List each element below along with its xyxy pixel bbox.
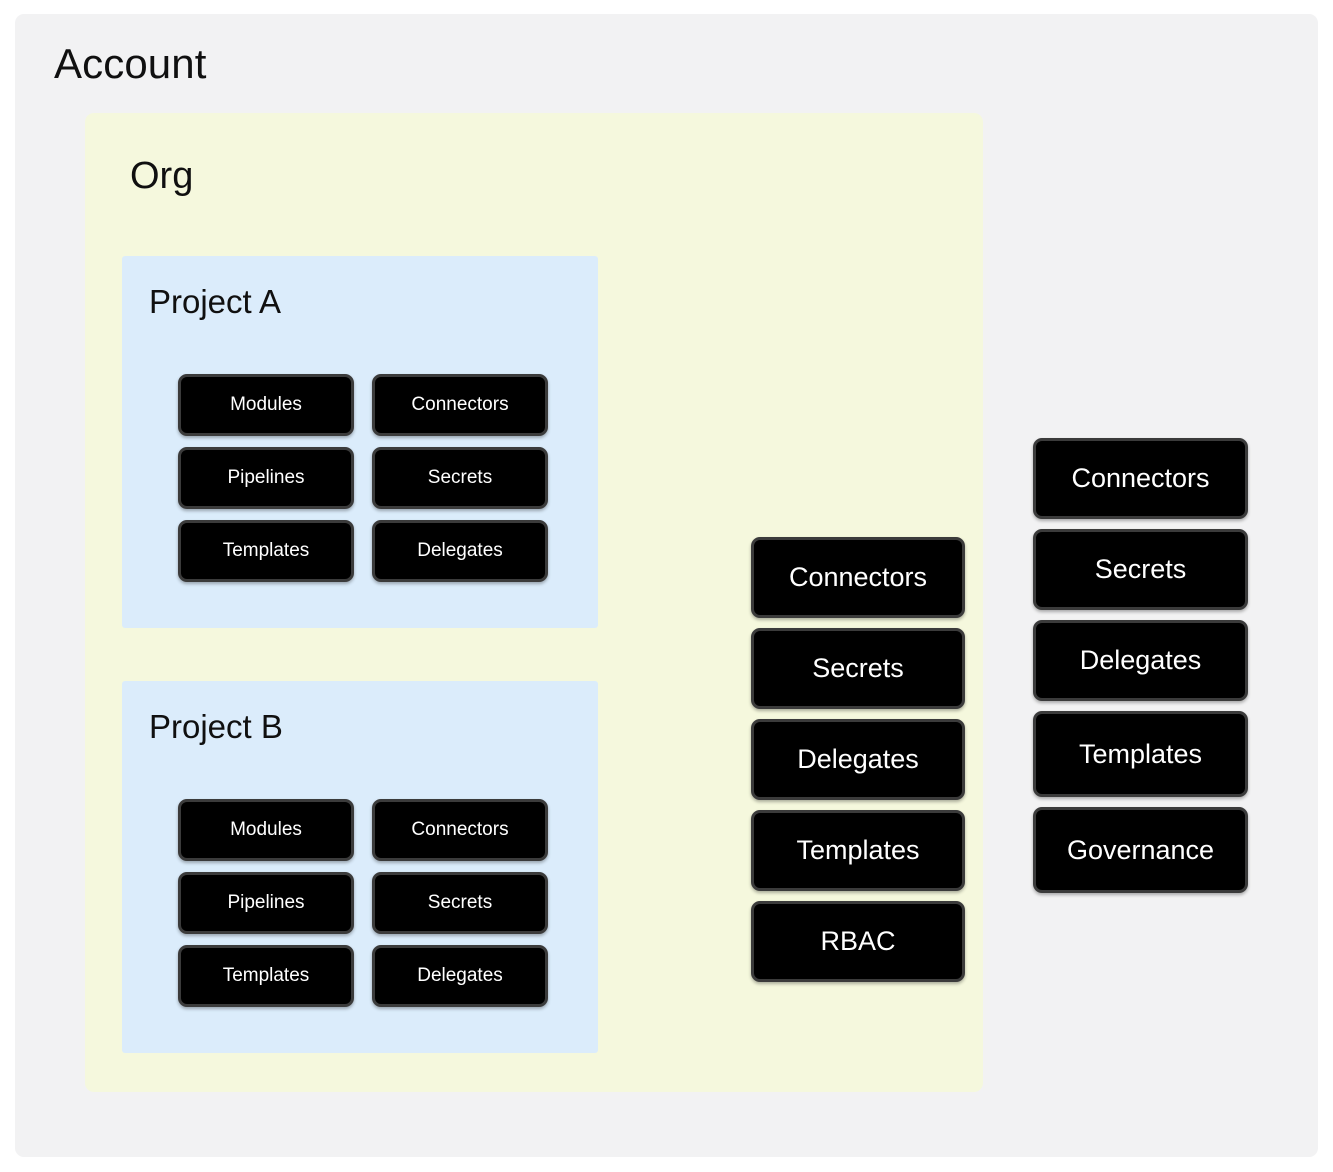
project-a-scope-container: Project A Modules Connectors Pipelines S…	[122, 256, 598, 628]
chip-project-b-templates[interactable]: Templates	[178, 945, 354, 1007]
project-b-scope-container: Project B Modules Connectors Pipelines S…	[122, 681, 598, 1053]
chip-project-b-modules[interactable]: Modules	[178, 799, 354, 861]
chip-account-governance[interactable]: Governance	[1033, 807, 1248, 893]
chip-org-rbac[interactable]: RBAC	[751, 901, 965, 982]
org-level-resource-column: Connectors Secrets Delegates Templates R…	[751, 537, 965, 982]
chip-account-delegates[interactable]: Delegates	[1033, 620, 1248, 701]
chip-project-a-connectors[interactable]: Connectors	[372, 374, 548, 436]
chip-account-templates[interactable]: Templates	[1033, 711, 1248, 797]
chip-project-b-delegates[interactable]: Delegates	[372, 945, 548, 1007]
project-b-resource-grid: Modules Connectors Pipelines Secrets Tem…	[178, 799, 548, 1007]
project-a-resource-grid: Modules Connectors Pipelines Secrets Tem…	[178, 374, 548, 582]
chip-account-connectors[interactable]: Connectors	[1033, 438, 1248, 519]
diagram-canvas: Account Org Project A Modules Connectors…	[15, 14, 1318, 1157]
chip-org-templates[interactable]: Templates	[751, 810, 965, 891]
chip-org-secrets[interactable]: Secrets	[751, 628, 965, 709]
chip-project-a-modules[interactable]: Modules	[178, 374, 354, 436]
org-scope-title: Org	[130, 155, 194, 197]
chip-project-a-secrets[interactable]: Secrets	[372, 447, 548, 509]
project-a-title: Project A	[149, 283, 282, 320]
project-b-title: Project B	[149, 708, 283, 745]
chip-project-a-templates[interactable]: Templates	[178, 520, 354, 582]
chip-project-b-pipelines[interactable]: Pipelines	[178, 872, 354, 934]
chip-org-delegates[interactable]: Delegates	[751, 719, 965, 800]
chip-project-a-delegates[interactable]: Delegates	[372, 520, 548, 582]
account-level-resource-column: Connectors Secrets Delegates Templates G…	[1033, 438, 1248, 893]
account-scope-title: Account	[54, 40, 207, 87]
chip-project-a-pipelines[interactable]: Pipelines	[178, 447, 354, 509]
chip-org-connectors[interactable]: Connectors	[751, 537, 965, 618]
org-scope-container: Org Project A Modules Connectors Pipelin…	[85, 113, 983, 1092]
chip-project-b-secrets[interactable]: Secrets	[372, 872, 548, 934]
chip-account-secrets[interactable]: Secrets	[1033, 529, 1248, 610]
chip-project-b-connectors[interactable]: Connectors	[372, 799, 548, 861]
